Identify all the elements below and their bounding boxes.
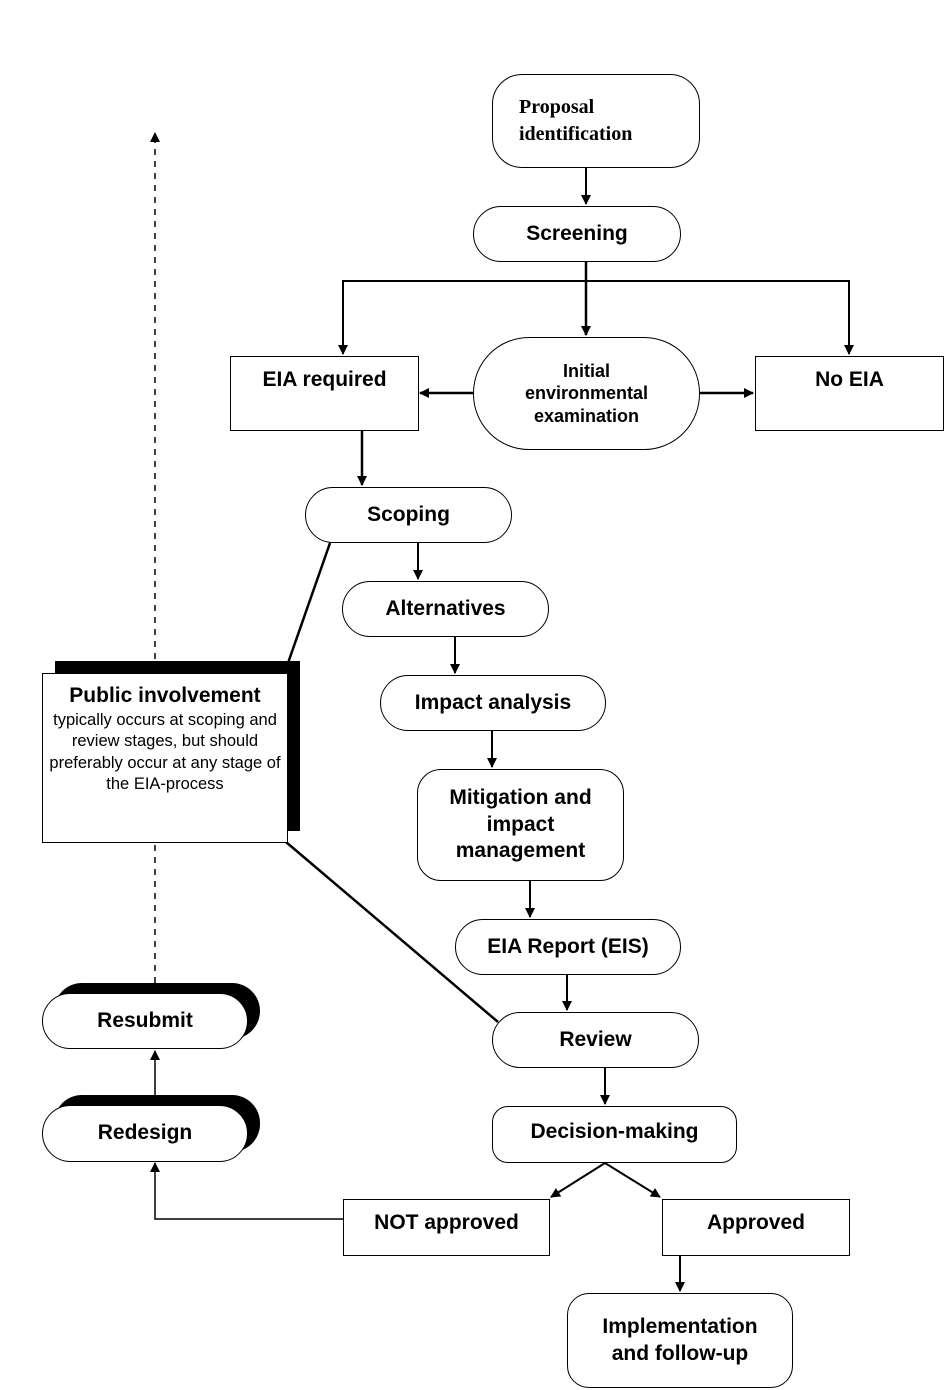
decision-making-node: Decision-making — [492, 1106, 737, 1163]
edge-not-approved-redesign — [150, 1162, 343, 1220]
impact-analysis-label: Impact analysis — [414, 690, 572, 714]
not-approved-label: NOT approved — [374, 1211, 519, 1234]
eia-required-node: EIA required — [230, 356, 419, 431]
resubmit-node: Resubmit — [42, 993, 248, 1049]
no-eia-label: No EIA — [815, 368, 884, 391]
screening-label: Screening — [526, 221, 628, 245]
edge-screening-eia-required — [338, 280, 586, 355]
edge-decision-not-approved — [550, 1162, 606, 1198]
impact-analysis-node: Impact analysis — [380, 675, 606, 731]
proposal-identification-label: Proposal identification — [519, 96, 633, 145]
eia-report-node: EIA Report (EIS) — [455, 919, 681, 975]
proposal-identification-node: Proposal identification — [492, 74, 700, 168]
screening-node: Screening — [473, 206, 681, 262]
review-node: Review — [492, 1012, 699, 1068]
decision-making-label: Decision-making — [530, 1120, 699, 1143]
not-approved-node: NOT approved — [343, 1199, 550, 1256]
edge-screening-no-eia — [586, 280, 854, 355]
eia-required-label: EIA required — [262, 368, 387, 391]
resubmit-label: Resubmit — [97, 1008, 193, 1032]
alternatives-node: Alternatives — [342, 581, 549, 637]
public-review-link — [285, 841, 499, 1023]
public-involvement-text: typically occurs at scoping and review s… — [49, 711, 281, 794]
edge-decision-approved — [604, 1162, 661, 1198]
mitigation-node: Mitigation and impact management — [417, 769, 624, 881]
initial-environmental-examination-node: Initial environmental examination — [473, 337, 700, 450]
scoping-node: Scoping — [305, 487, 512, 543]
mitigation-label: Mitigation and impact management — [449, 785, 592, 863]
approved-label: Approved — [706, 1211, 805, 1234]
redesign-label: Redesign — [97, 1121, 193, 1145]
implementation-label: Implementation and follow-up — [602, 1315, 758, 1365]
redesign-node: Redesign — [42, 1105, 248, 1162]
alternatives-label: Alternatives — [385, 596, 506, 620]
review-label: Review — [559, 1027, 632, 1051]
public-involvement-box: Public involvement typically occurs at s… — [42, 673, 288, 843]
no-eia-node: No EIA — [755, 356, 944, 431]
public-involvement-title: Public involvement — [69, 684, 261, 707]
scoping-label: Scoping — [367, 502, 450, 526]
eia-report-label: EIA Report (EIS) — [487, 934, 649, 958]
implementation-node: Implementation and follow-up — [567, 1293, 793, 1388]
public-scoping-link — [286, 542, 332, 664]
initial-environmental-examination-label: Initial environmental examination — [524, 360, 649, 426]
approved-node: Approved — [662, 1199, 850, 1256]
